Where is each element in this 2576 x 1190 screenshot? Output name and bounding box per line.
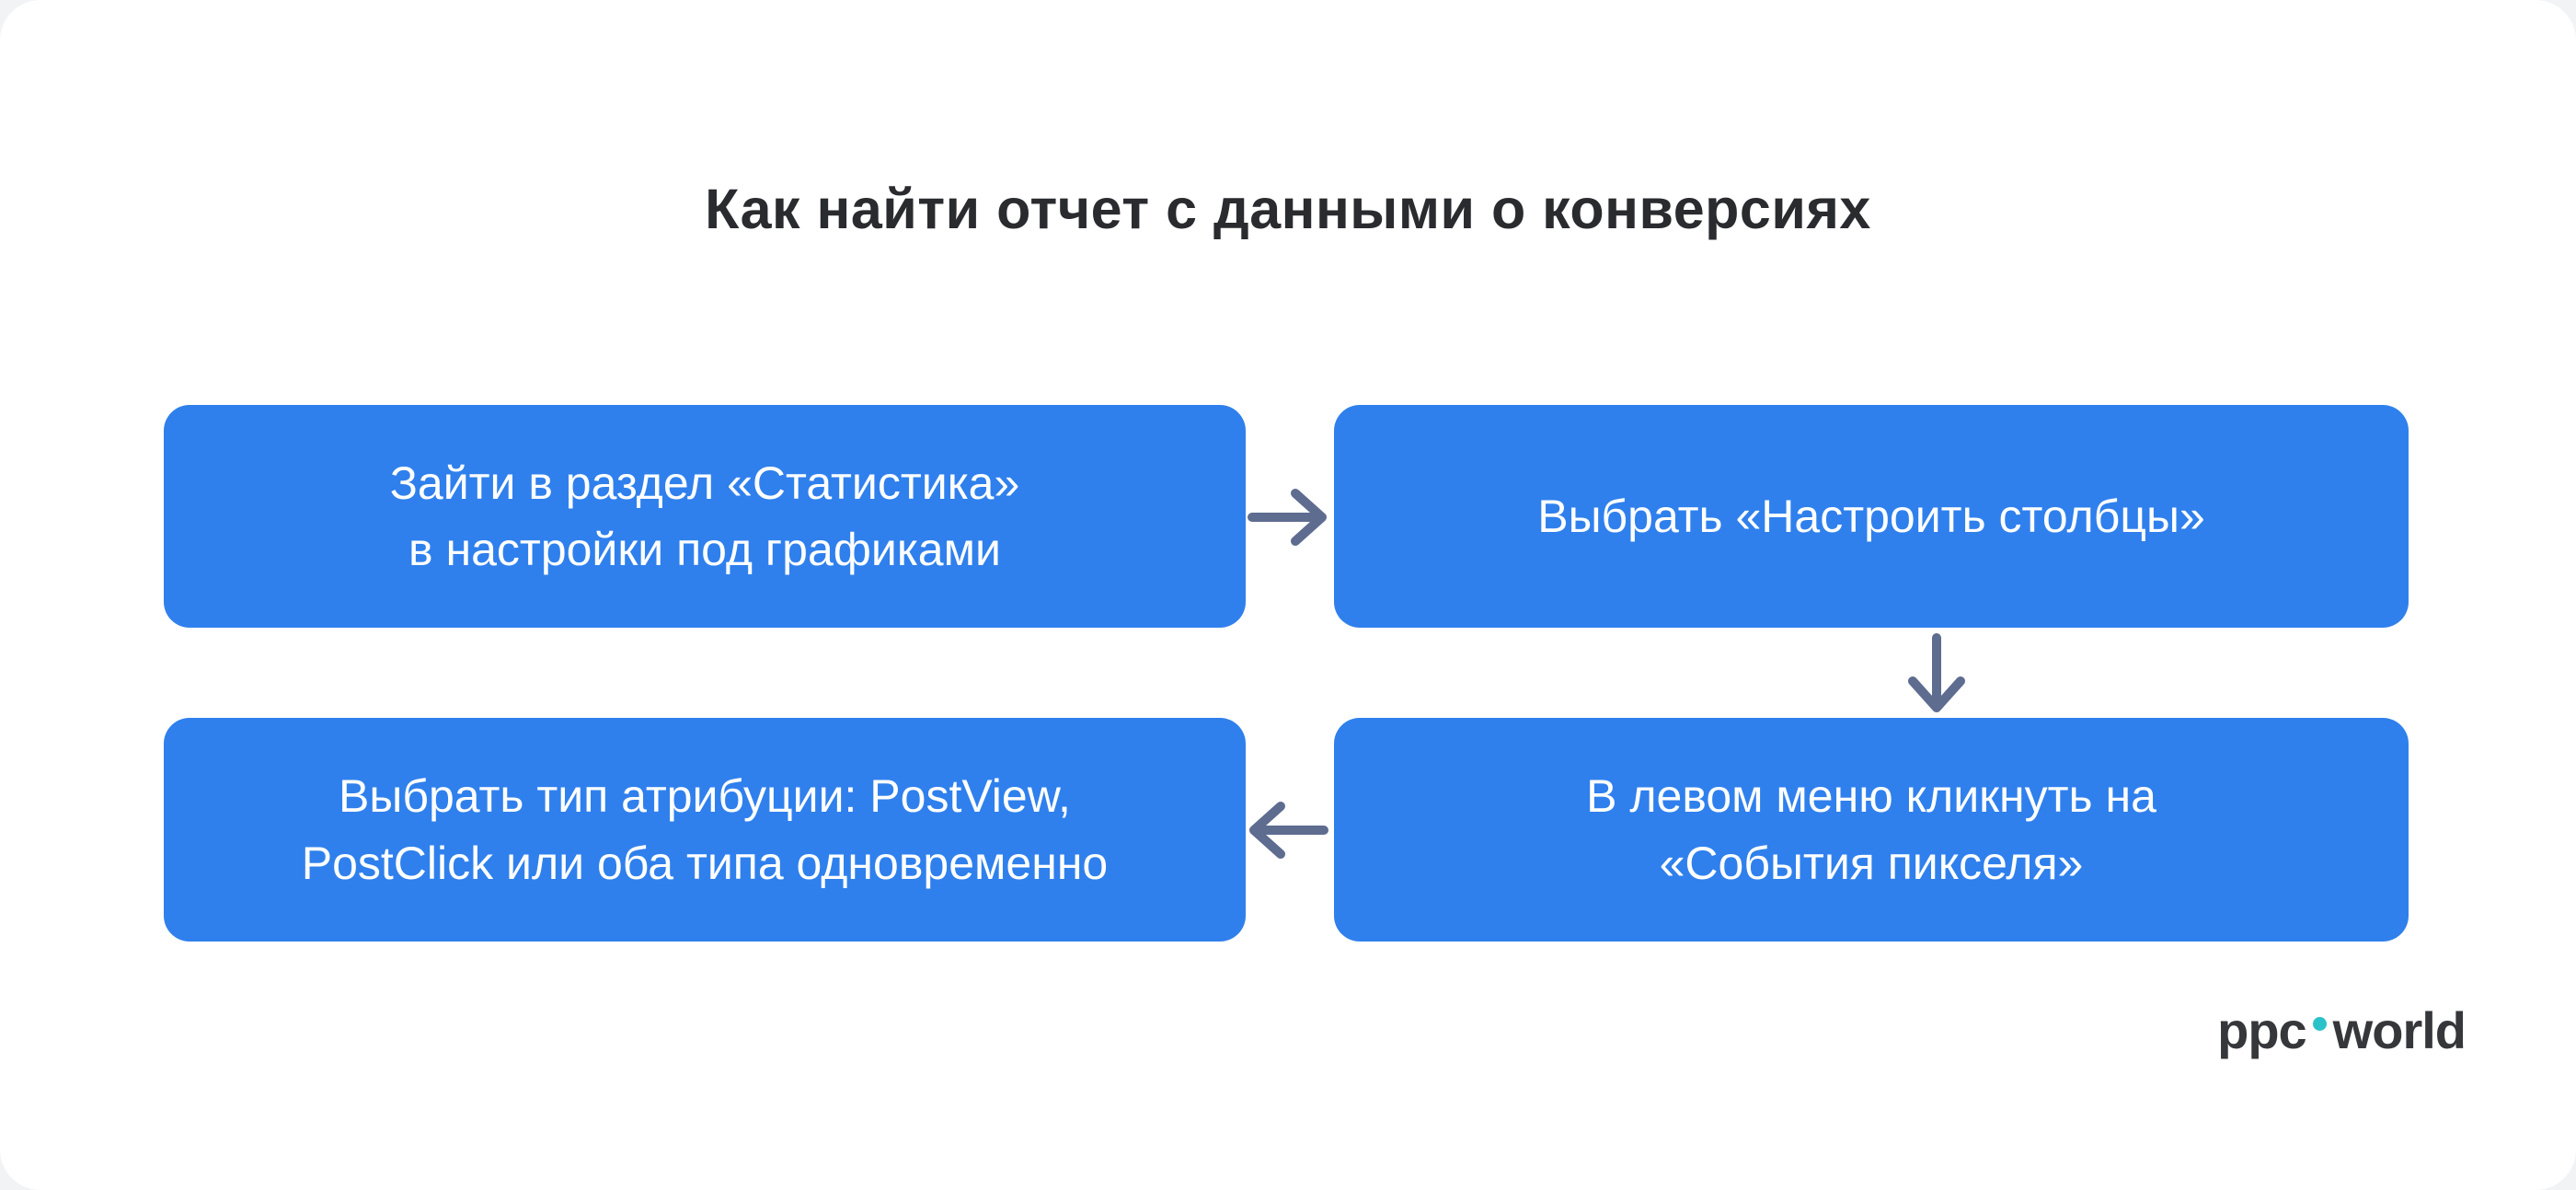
logo-text-world: world (2332, 1001, 2467, 1059)
flow-step-1: Зайти в раздел «Статистика» в настройки … (164, 405, 1246, 628)
arrow-right-icon (1247, 485, 1329, 549)
logo-text-ppc: ppc (2217, 1001, 2307, 1059)
arrow-down-icon (1904, 632, 1969, 715)
arrow-left-icon (1247, 798, 1329, 862)
flow-step-3: В левом меню кликнуть на «События пиксел… (1334, 718, 2409, 942)
logo-dot-icon (2312, 1017, 2327, 1031)
page-title: Как найти отчет с данными о конверсиях (705, 178, 1871, 240)
ppcworld-logo: ppc world (2217, 1001, 2467, 1059)
flow-step-2: Выбрать «Настроить столбцы» (1334, 405, 2409, 628)
flow-step-4: Выбрать тип атрибуции: PostView, PostCli… (164, 718, 1246, 942)
